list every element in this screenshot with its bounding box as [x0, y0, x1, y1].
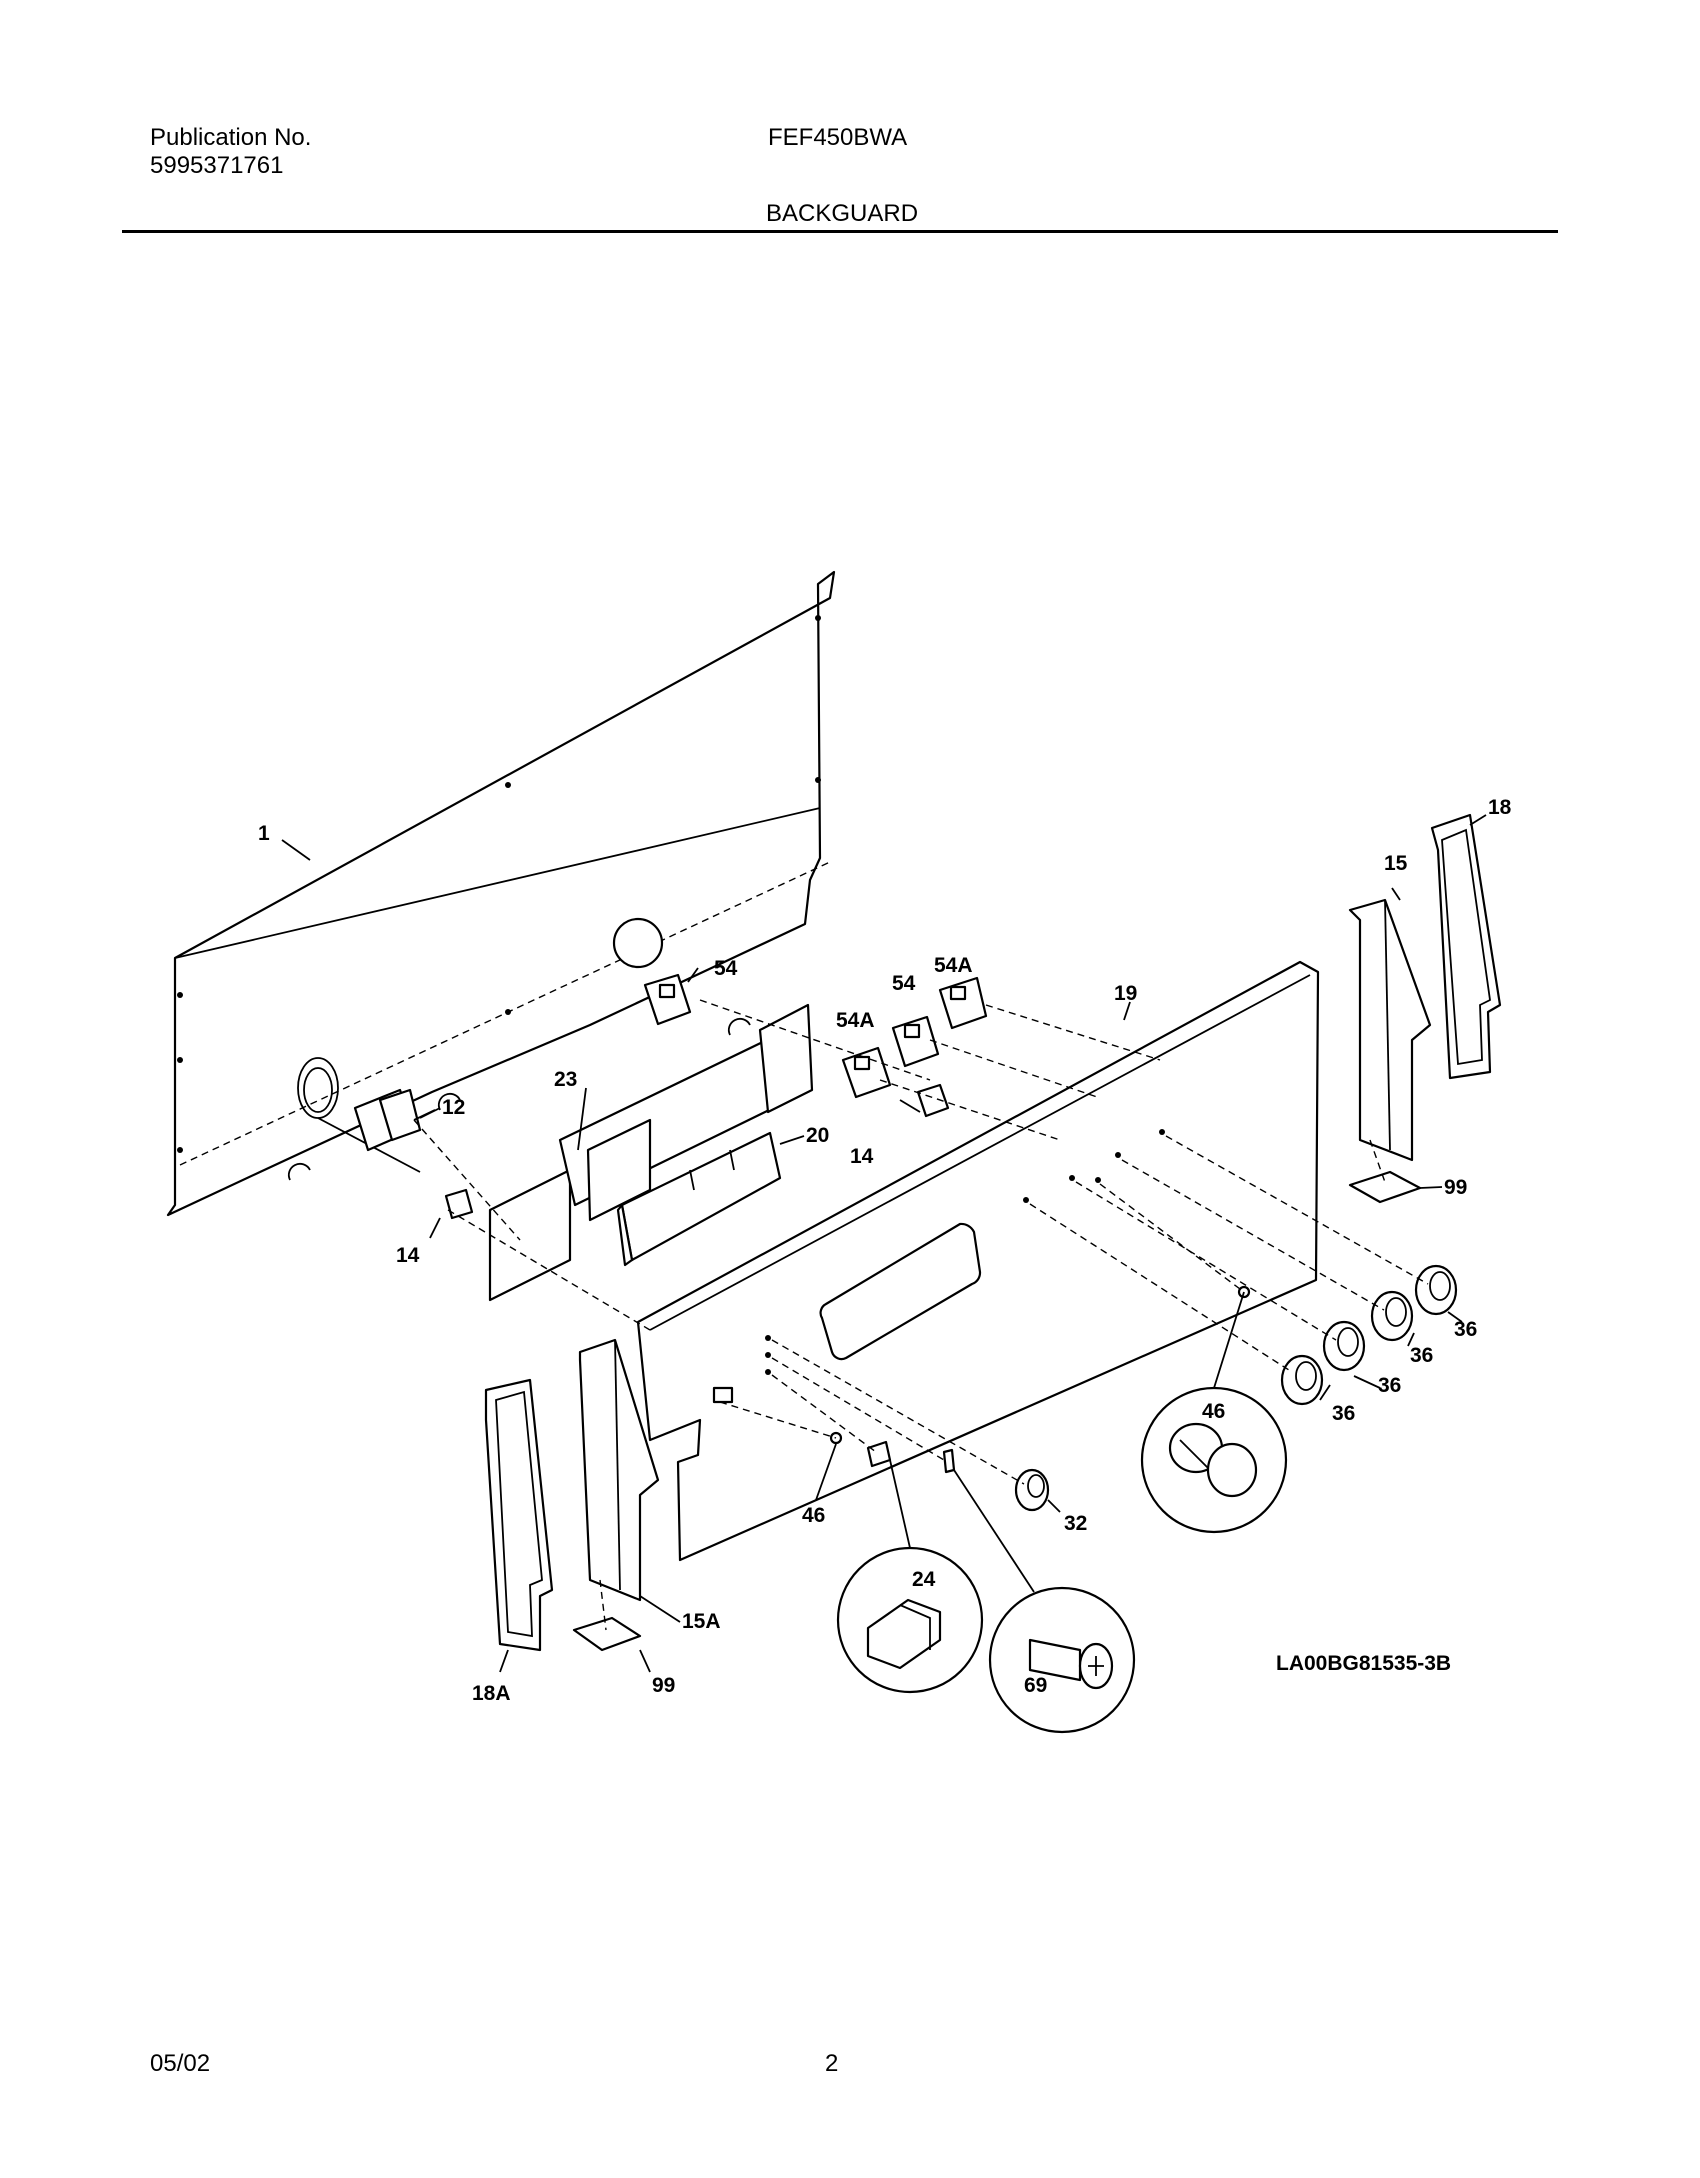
- callout-part-12: 12: [442, 1096, 465, 1119]
- control-board-part: [616, 1131, 782, 1267]
- base-plate-part-left: [572, 1616, 642, 1652]
- callout-part-54a-left: 54A: [836, 1009, 875, 1032]
- screw-part: [942, 1448, 956, 1474]
- switch-54-left: [643, 973, 692, 1026]
- end-trim-part-right: [1430, 813, 1502, 1080]
- drawing-code: LA00BG81535-3B: [1276, 1652, 1451, 1675]
- footer-date: 05/02: [150, 2050, 211, 2077]
- header-rule: [122, 230, 1558, 233]
- callout-part-20: 20: [806, 1124, 829, 1147]
- publication-number: 5995371761: [150, 152, 284, 179]
- switch-54a-right: [938, 976, 988, 1030]
- end-bracket-part-left: [578, 1338, 660, 1602]
- knob-part-4: [1414, 1264, 1458, 1316]
- callout-part-69: 69: [1024, 1674, 1047, 1697]
- knob-part-32: [1014, 1468, 1050, 1512]
- end-bracket-part-right: [1348, 898, 1432, 1162]
- callout-part-14-right: 14: [850, 1145, 874, 1168]
- switch-54-right: [891, 1015, 940, 1068]
- section-title: BACKGUARD: [766, 200, 919, 227]
- callout-part-36-c: 36: [1378, 1374, 1401, 1397]
- callout-part-32: 32: [1064, 1512, 1087, 1535]
- indicator-light-part-right: [916, 1083, 950, 1118]
- indicator-light-part-left: [444, 1188, 474, 1220]
- callout-part-54-left: 54: [714, 957, 738, 980]
- rear-panel-part: [166, 570, 836, 1217]
- callout-part-99-left: 99: [652, 1674, 675, 1697]
- callout-part-99-right: 99: [1444, 1176, 1467, 1199]
- callout-part-46: 46: [802, 1504, 825, 1527]
- model-number: FEF450BWA: [768, 124, 908, 151]
- switch-54a-left: [841, 1046, 892, 1099]
- detail-circle-screw: [988, 1586, 1136, 1734]
- knob-part-2: [1322, 1320, 1366, 1372]
- detail-circle-rocker: [836, 1546, 984, 1694]
- callout-part-54a-right: 54A: [934, 954, 973, 977]
- base-plate-part-right: [1348, 1170, 1422, 1204]
- knob-part-1: [1280, 1354, 1324, 1406]
- callout-part-19: 19: [1114, 982, 1137, 1005]
- callout-part-15a: 15A: [682, 1610, 721, 1633]
- callout-part-36-b: 36: [1410, 1344, 1433, 1367]
- callout-part-18a: 18A: [472, 1682, 511, 1705]
- thermostat-part: [297, 1057, 436, 1173]
- callout-part-54-right: 54: [892, 972, 916, 995]
- end-trim-part-left: [484, 1378, 554, 1652]
- callout-part-15: 15: [1384, 852, 1408, 875]
- callout-part-36-a: 36: [1454, 1318, 1477, 1341]
- knob-part-3: [1370, 1290, 1414, 1342]
- callout-part-23: 23: [554, 1068, 577, 1091]
- callout-part-18: 18: [1488, 796, 1512, 819]
- page-number: 2: [825, 2050, 839, 2077]
- callout-part-36-d: 36: [1332, 1402, 1355, 1425]
- control-panel-part: [636, 960, 1320, 1562]
- callout-part-24: 24: [912, 1568, 936, 1591]
- detail-circle-spacer: [1140, 1386, 1288, 1534]
- control-bracket-part: [488, 1003, 814, 1302]
- callout-part-46-detail: 46: [1202, 1400, 1225, 1423]
- publication-label: Publication No.: [150, 124, 312, 151]
- callout-part-1: 1: [258, 822, 270, 845]
- callout-part-14-left: 14: [396, 1244, 420, 1267]
